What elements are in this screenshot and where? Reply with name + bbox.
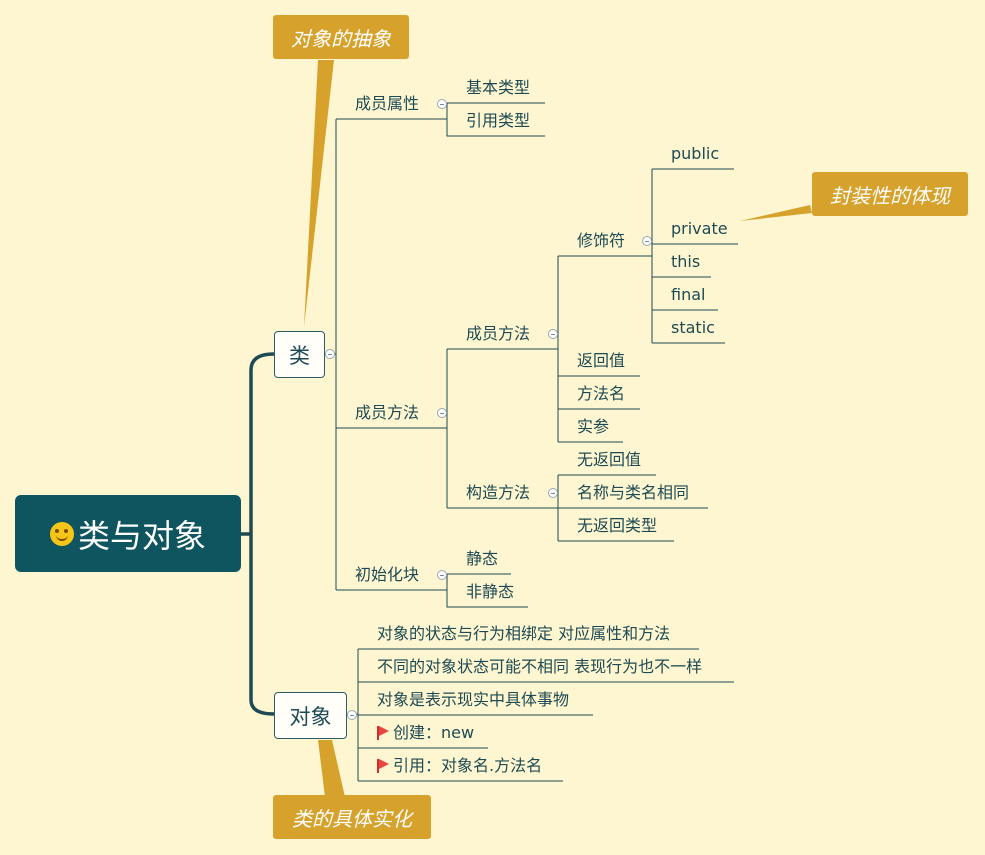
callout-tail [740, 205, 812, 221]
callout-label: 对象的抽象 [291, 26, 391, 51]
topic-no-return-type[interactable]: 无返回类型 [577, 516, 658, 535]
topic-public[interactable]: public [671, 144, 720, 163]
collapse-icon[interactable] [437, 570, 447, 580]
topic-modifier[interactable]: 修饰符 [577, 231, 626, 250]
callout-tail [304, 60, 334, 327]
topic-this[interactable]: this [671, 252, 701, 271]
callout-tail [318, 740, 345, 797]
topic-label: 创建：new [393, 723, 475, 742]
topic-static[interactable]: static [671, 318, 715, 337]
callout-encapsulation[interactable]: 封装性的体现 [812, 172, 968, 216]
topic-init-block[interactable]: 初始化块 [355, 565, 420, 584]
topic-member-method-sub[interactable]: 成员方法 [466, 324, 531, 343]
topic-object-state-differs[interactable]: 不同的对象状态可能不相同 表现行为也不一样 [377, 657, 703, 676]
smiley-icon [49, 521, 74, 546]
flag-icon [377, 726, 389, 740]
object-label: 对象 [289, 704, 332, 729]
flag-icon [377, 759, 389, 773]
callout-label: 封装性的体现 [830, 183, 950, 208]
class-label: 类 [289, 343, 310, 368]
topic-static-block[interactable]: 静态 [466, 549, 499, 568]
class-topic[interactable]: 类 [274, 331, 325, 378]
topic-no-return-value[interactable]: 无返回值 [577, 450, 642, 469]
collapse-icon[interactable] [347, 710, 357, 720]
root-topic[interactable]: 类与对象 [15, 495, 241, 572]
topic-member-methods[interactable]: 成员方法 [355, 403, 420, 422]
collapse-icon[interactable] [325, 349, 335, 359]
topic-non-static-block[interactable]: 非静态 [466, 582, 515, 601]
root-label: 类与对象 [77, 516, 206, 555]
collapse-icon[interactable] [437, 99, 447, 109]
collapse-icon[interactable] [548, 488, 558, 498]
topic-method-name[interactable]: 方法名 [577, 384, 626, 403]
callout-label: 类的具体实化 [292, 806, 412, 831]
topic-object-create[interactable]: 创建：new [377, 723, 474, 743]
topic-final[interactable]: final [671, 285, 706, 304]
topic-return-value[interactable]: 返回值 [577, 351, 626, 370]
callout-class-abstraction[interactable]: 对象的抽象 [273, 15, 409, 59]
topic-member-attributes[interactable]: 成员属性 [355, 94, 420, 113]
topic-label: 引用：对象名.方法名 [393, 756, 543, 775]
object-topic[interactable]: 对象 [274, 692, 347, 739]
topic-constructor[interactable]: 构造方法 [466, 483, 531, 502]
topic-same-name-as-class[interactable]: 名称与类名相同 [577, 483, 690, 502]
topic-reference-type[interactable]: 引用类型 [466, 111, 531, 130]
collapse-icon[interactable] [437, 408, 447, 418]
topic-object-state-behavior[interactable]: 对象的状态与行为相绑定 对应属性和方法 [377, 624, 671, 643]
callout-object-instance[interactable]: 类的具体实化 [273, 795, 431, 839]
topic-object-real-thing[interactable]: 对象是表示现实中具体事物 [377, 690, 570, 709]
collapse-icon[interactable] [548, 329, 558, 339]
topic-object-reference[interactable]: 引用：对象名.方法名 [377, 756, 542, 776]
topic-argument[interactable]: 实参 [577, 417, 610, 436]
topic-primitive-type[interactable]: 基本类型 [466, 78, 531, 97]
topic-private[interactable]: private [671, 219, 728, 238]
collapse-icon[interactable] [642, 236, 652, 246]
